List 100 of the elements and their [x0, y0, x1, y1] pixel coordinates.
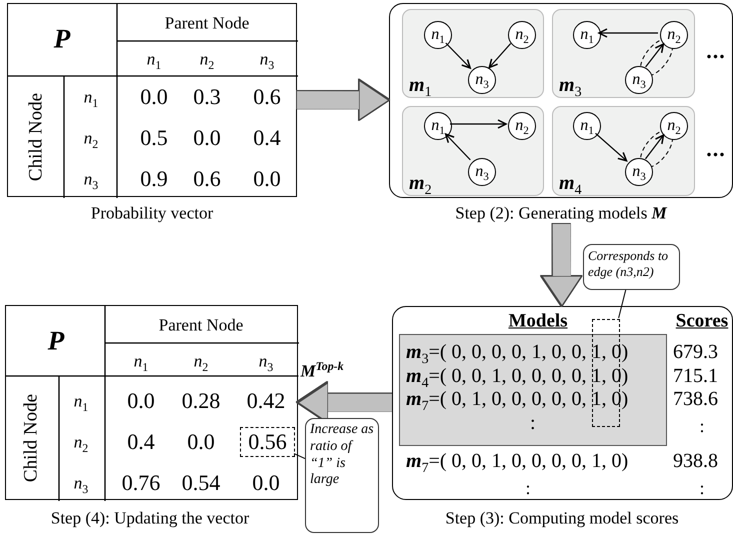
node-label: n$_{1}$	[580, 27, 594, 43]
node-index: n$_{2}$	[74, 434, 88, 450]
node-index: n$_{3}$	[84, 170, 98, 188]
callout-bubble	[305, 418, 379, 533]
graph-node	[573, 112, 601, 140]
arrow	[645, 134, 664, 160]
model-card	[552, 9, 695, 98]
dashed-highlight	[240, 427, 295, 457]
graph-node	[424, 21, 452, 49]
probability-table	[7, 3, 297, 197]
arrow	[445, 42, 471, 69]
arrow	[598, 28, 658, 38]
node-label: n$_{2}$	[515, 27, 529, 43]
cell-value: 0.0	[193, 127, 221, 149]
graph-node	[508, 21, 536, 49]
arrow	[488, 43, 512, 68]
selected-models-area	[399, 334, 667, 446]
cell-value: 0.4	[127, 431, 155, 453]
cell-value: 0.28	[182, 390, 220, 412]
graph-node	[468, 66, 496, 94]
graph-node	[573, 21, 601, 49]
score-value: 938.8	[673, 451, 718, 471]
step-caption: Step (2): Generating models M	[455, 204, 667, 222]
node-index: n$_{3}$	[74, 474, 88, 492]
graph-node	[468, 158, 496, 186]
cell-value: 0.42	[246, 390, 286, 412]
model-card	[402, 9, 544, 98]
graph-node	[660, 112, 688, 140]
model-label: m$_{1}$	[409, 75, 432, 95]
rounded-panel	[389, 3, 733, 198]
node-label: n$_{1}$	[431, 118, 445, 134]
arrow	[444, 133, 471, 160]
step-caption: Probability vector	[90, 204, 214, 222]
block-arrow	[541, 224, 583, 307]
score-value: 715.1	[673, 366, 718, 386]
cell-value: 0.0	[252, 472, 280, 494]
column-header: Parent Node	[164, 14, 250, 32]
arrow	[595, 132, 628, 162]
row-header: Child Node	[26, 92, 46, 182]
cell-value: 0.6	[193, 168, 221, 190]
model-label: m$_{4}$	[559, 173, 582, 193]
ellipsis: :	[700, 479, 704, 497]
model-card	[402, 106, 544, 196]
node-label: n$_{2}$	[515, 118, 529, 134]
leader-line	[294, 453, 306, 460]
ellipsis: ...	[706, 138, 726, 160]
score-value: 738.6	[673, 389, 718, 409]
graph-node	[625, 66, 653, 94]
rounded-panel	[392, 306, 733, 500]
callout-text: Corresponds to edge (n3,n2)	[588, 248, 670, 280]
ellipsis: :	[526, 479, 530, 497]
node-index: n$_{1}$	[134, 352, 148, 370]
ellipsis: ...	[706, 40, 726, 62]
node-index: n$_{3}$	[260, 50, 274, 68]
node-index: n$_{2}$	[84, 130, 98, 146]
model-label: m$_{2}$	[409, 173, 432, 193]
arrow	[450, 119, 507, 129]
table-title: P	[54, 26, 70, 52]
node-label: n$_{1}$	[580, 118, 594, 134]
node-label: n$_{3}$	[632, 72, 646, 88]
column-header: Parent Node	[158, 316, 244, 334]
column-header: Scores	[676, 312, 728, 330]
cell-value: 0.76	[122, 472, 160, 494]
node-index: n$_{2}$	[194, 352, 208, 370]
model-label: m$_{3}$	[559, 75, 582, 95]
cell-value: 0.0	[253, 168, 281, 190]
callout-text: Increase as ratio of “1” is large	[310, 422, 374, 490]
graph-node	[660, 21, 688, 49]
node-label: n$_{3}$	[475, 164, 489, 180]
node-label: n$_{2}$	[667, 118, 681, 134]
cell-value: 0.0	[140, 86, 168, 108]
cell-value: 0.56	[248, 431, 287, 453]
cell-value: 0.0	[187, 431, 215, 453]
cell-value: 0.4	[253, 127, 281, 149]
step-caption: Step (4): Updating the vector	[50, 510, 250, 526]
cell-value: 0.0	[127, 390, 155, 412]
node-index: n$_{3}$	[258, 352, 274, 370]
node-index: n$_{1}$	[146, 50, 162, 68]
model-vector: :	[530, 412, 536, 435]
node-label: n$_{3}$	[475, 72, 489, 88]
cell-value: 0.9	[140, 168, 168, 190]
callout-bubble	[583, 244, 680, 290]
row-header: Child Node	[22, 394, 40, 482]
model-vector: m$_{7}$=( 0, 0, 1, 0, 0, 0, 0, 1, 0)	[406, 451, 628, 471]
cell-value: 0.6	[253, 86, 281, 108]
model-card	[552, 106, 695, 196]
cell-value: 0.5	[140, 127, 168, 149]
step-caption: Step (3): Computing model scores	[445, 510, 679, 526]
probability-table	[5, 305, 298, 500]
node-label: n$_{2}$	[667, 27, 681, 43]
block-arrow	[296, 80, 390, 121]
node-index: n$_{2}$	[200, 50, 214, 68]
graph-node	[625, 158, 653, 186]
node-label: n$_{3}$	[632, 164, 646, 180]
edge-label: M$^{Top-k}$	[298, 362, 346, 380]
node-index: n$_{1}$	[74, 392, 88, 410]
graph-node	[424, 112, 452, 140]
node-label: n$_{1}$	[431, 27, 445, 43]
score-value: 679.3	[673, 342, 718, 362]
cell-value: 0.3	[193, 86, 221, 108]
